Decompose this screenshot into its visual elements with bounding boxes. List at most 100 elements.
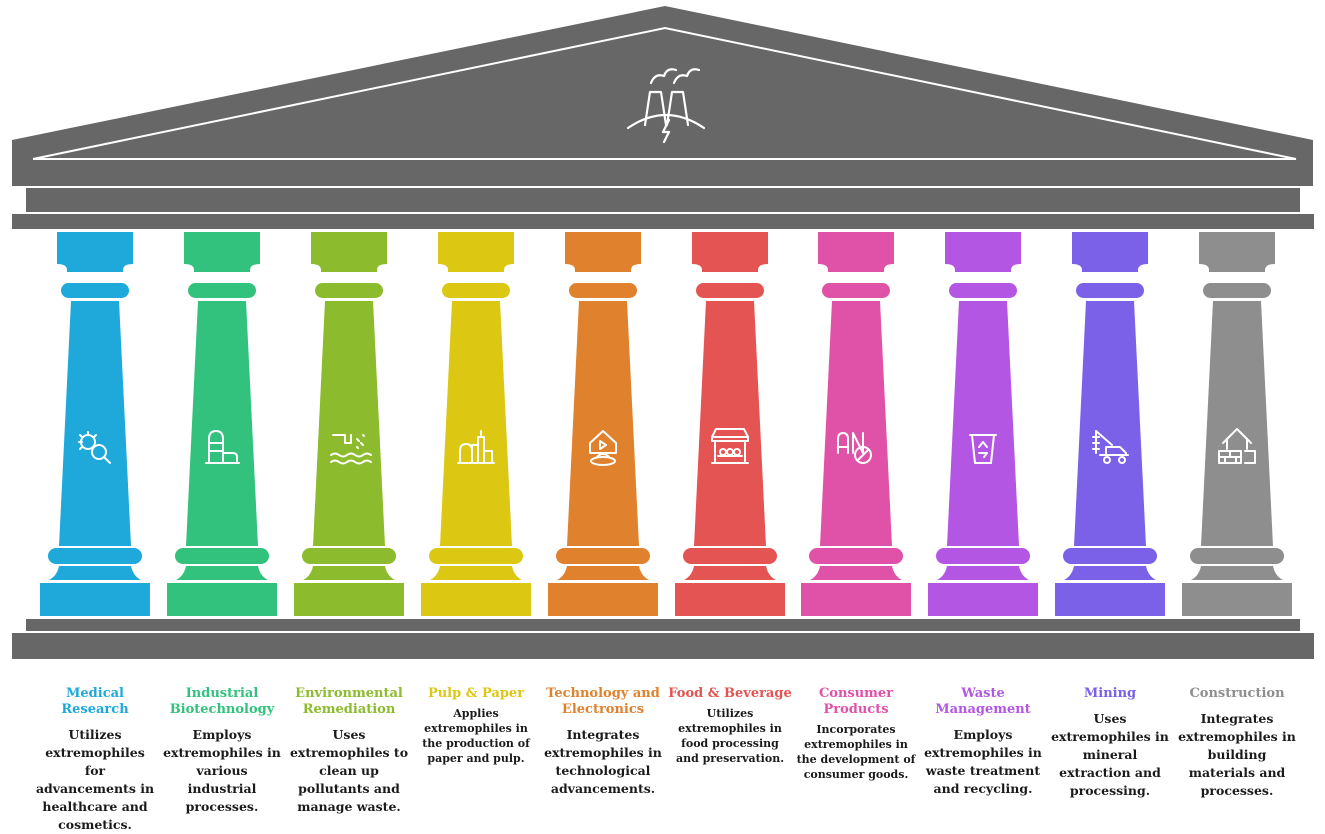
no-ads-icon <box>837 432 872 464</box>
pipe-waste-water-icon <box>330 434 372 465</box>
bacteria-search-icon <box>78 431 111 464</box>
caption-title: Mining <box>1083 686 1137 701</box>
pillar-waste <box>928 232 1038 616</box>
pillar-capital-flare <box>184 264 260 272</box>
caption-title: Technology and Electronics <box>546 686 660 717</box>
pillar-base-flare <box>303 566 395 580</box>
pillar-capital <box>1072 232 1148 264</box>
entablature-band <box>26 188 1300 212</box>
pillar-pulp <box>421 232 531 616</box>
factory-silo-icon <box>205 430 240 464</box>
base <box>12 619 1314 659</box>
caption-description: Integrates extremophiles in building mat… <box>1178 711 1296 798</box>
pillars <box>40 232 1292 616</box>
pillar-shaft <box>59 301 131 546</box>
caption-description: Utilizes extremophiles for advancements … <box>35 727 155 832</box>
pillar-upper-ring <box>188 283 256 298</box>
caption-description: Uses extremophiles in mineral extraction… <box>1051 711 1169 798</box>
pillar-shaft <box>313 301 385 546</box>
pillar-lower-ring <box>556 548 650 564</box>
pillar-lower-ring <box>1190 548 1284 564</box>
caption-title: Waste Management <box>935 686 1031 717</box>
pillar-mining <box>1055 232 1165 616</box>
stylobate-top <box>26 619 1300 631</box>
industrial-plant-icon <box>457 430 495 464</box>
pillar-base-flare <box>430 566 522 580</box>
pillar-capital <box>184 232 260 264</box>
caption-description: Applies extremophiles in the production … <box>422 707 530 765</box>
caption-title: Environmental Remediation <box>295 686 403 717</box>
pillar-capital <box>438 232 514 264</box>
smart-home-icon <box>589 430 617 466</box>
pillar-construction <box>1182 232 1292 616</box>
pillar-upper-ring <box>442 283 510 298</box>
pillar-lower-ring <box>302 548 396 564</box>
pillar-medical <box>40 232 150 616</box>
pillar-upper-ring <box>1203 283 1271 298</box>
pillar-capital-flare <box>1199 264 1275 272</box>
pillar-capital <box>1199 232 1275 264</box>
pillar-upper-ring <box>315 283 383 298</box>
pillar-capital <box>692 232 768 264</box>
pillar-shaft <box>820 301 892 546</box>
pillar-shaft <box>1074 301 1146 546</box>
pillar-plinth <box>1182 583 1292 616</box>
pillar-consumer <box>801 232 911 616</box>
pillar-shaft <box>947 301 1019 546</box>
pillar-base-flare <box>557 566 649 580</box>
roof <box>12 6 1314 229</box>
pillar-capital-flare <box>945 264 1021 272</box>
pillar-plinth <box>1055 583 1165 616</box>
pillar-plinth <box>548 583 658 616</box>
pillar-base-flare <box>684 566 776 580</box>
power-plant-icon <box>626 68 706 144</box>
pillar-capital-flare <box>57 264 133 272</box>
pillar-upper-ring <box>61 283 129 298</box>
pillar-base-flare <box>1064 566 1156 580</box>
pillar-lower-ring <box>429 548 523 564</box>
caption-description: Utilizes extremophiles in food processin… <box>675 707 785 765</box>
pillar-plinth <box>167 583 277 616</box>
drill-truck-icon <box>1092 430 1129 464</box>
entablature-lower <box>12 214 1314 229</box>
pillar-base-flare <box>937 566 1029 580</box>
pillar-lower-ring <box>175 548 269 564</box>
pillar-capital <box>57 232 133 264</box>
caption-description: Employs extremophiles in waste treatment… <box>924 727 1042 796</box>
pillar-capital <box>945 232 1021 264</box>
pillar-capital <box>565 232 641 264</box>
pillar-technology <box>548 232 658 616</box>
pillar-capital-flare <box>692 264 768 272</box>
pillar-lower-ring <box>809 548 903 564</box>
pillar-base-flare <box>49 566 141 580</box>
pediment-inner-line <box>32 26 1297 160</box>
pillar-shaft <box>186 301 258 546</box>
pillar-base-flare <box>1191 566 1283 580</box>
pillar-lower-ring <box>683 548 777 564</box>
pillar-upper-ring <box>949 283 1017 298</box>
pillar-plinth <box>421 583 531 616</box>
caption-title: Consumer Products <box>818 686 894 717</box>
pillar-capital-flare <box>438 264 514 272</box>
pillar-shaft <box>1201 301 1273 546</box>
caption-description: Incorporates extremophiles in the develo… <box>796 723 916 781</box>
recycle-bin-icon <box>969 434 997 464</box>
pillar-lower-ring <box>936 548 1030 564</box>
pillar-capital-flare <box>818 264 894 272</box>
stylobate <box>12 633 1314 659</box>
caption-description: Employs extremophiles in various industr… <box>163 727 281 814</box>
pillar-plinth <box>928 583 1038 616</box>
pillar-upper-ring <box>569 283 637 298</box>
caption-description: Uses extremophiles to clean up pollutant… <box>289 727 409 814</box>
pillar-lower-ring <box>1063 548 1157 564</box>
caption-title: Industrial Biotechnology <box>169 686 275 717</box>
